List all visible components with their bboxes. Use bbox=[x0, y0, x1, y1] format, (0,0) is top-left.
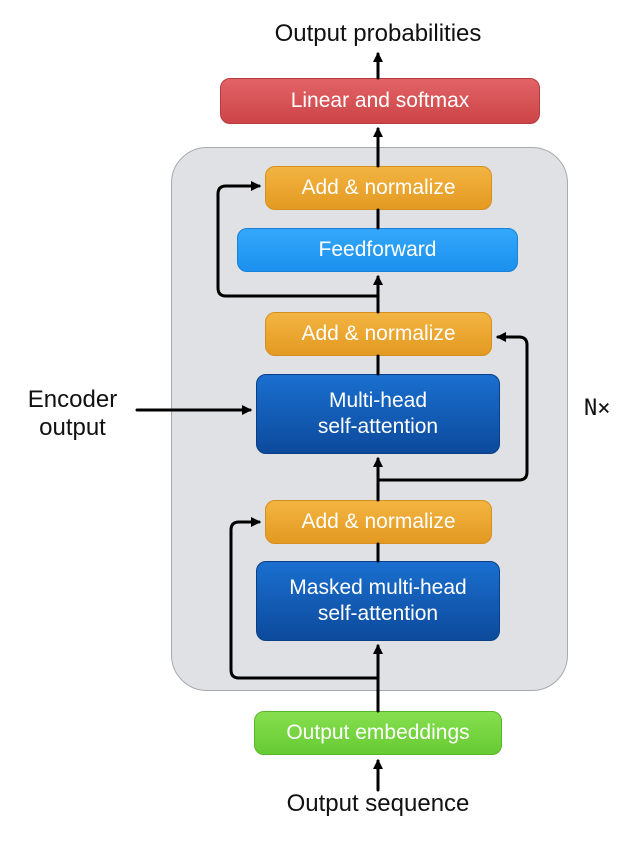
masked-label-line1: Masked multi-head bbox=[289, 575, 467, 599]
add-normalize-box-bottom: Add & normalize bbox=[265, 500, 492, 544]
repeat-n-times-label: N× bbox=[584, 396, 611, 421]
output-embeddings-box: Output embeddings bbox=[254, 711, 502, 755]
encoder-output-line2: output bbox=[39, 413, 106, 441]
masked-multi-head-self-attention-box: Masked multi-head self-attention bbox=[256, 561, 500, 641]
encoder-output-line1: Encoder bbox=[27, 386, 118, 413]
masked-label-line2: self-attention bbox=[317, 602, 439, 625]
footer-output-sequence: Output sequence bbox=[286, 790, 470, 817]
residual-middle bbox=[376, 332, 529, 482]
multi-head-label-line2: self-attention bbox=[317, 415, 439, 438]
encoder-output-label: Encoder output bbox=[10, 386, 135, 441]
feedforward-box: Feedforward bbox=[237, 228, 518, 272]
title-output-probabilities: Output probabilities bbox=[274, 20, 482, 47]
multi-head-self-attention-box: Multi-head self-attention bbox=[256, 374, 500, 454]
add-normalize-box-middle: Add & normalize bbox=[265, 312, 492, 356]
linear-softmax-box: Linear and softmax bbox=[220, 78, 540, 124]
multi-head-label-line1: Multi-head bbox=[328, 388, 428, 412]
residual-bottom bbox=[229, 517, 380, 680]
residual-top bbox=[216, 181, 380, 298]
